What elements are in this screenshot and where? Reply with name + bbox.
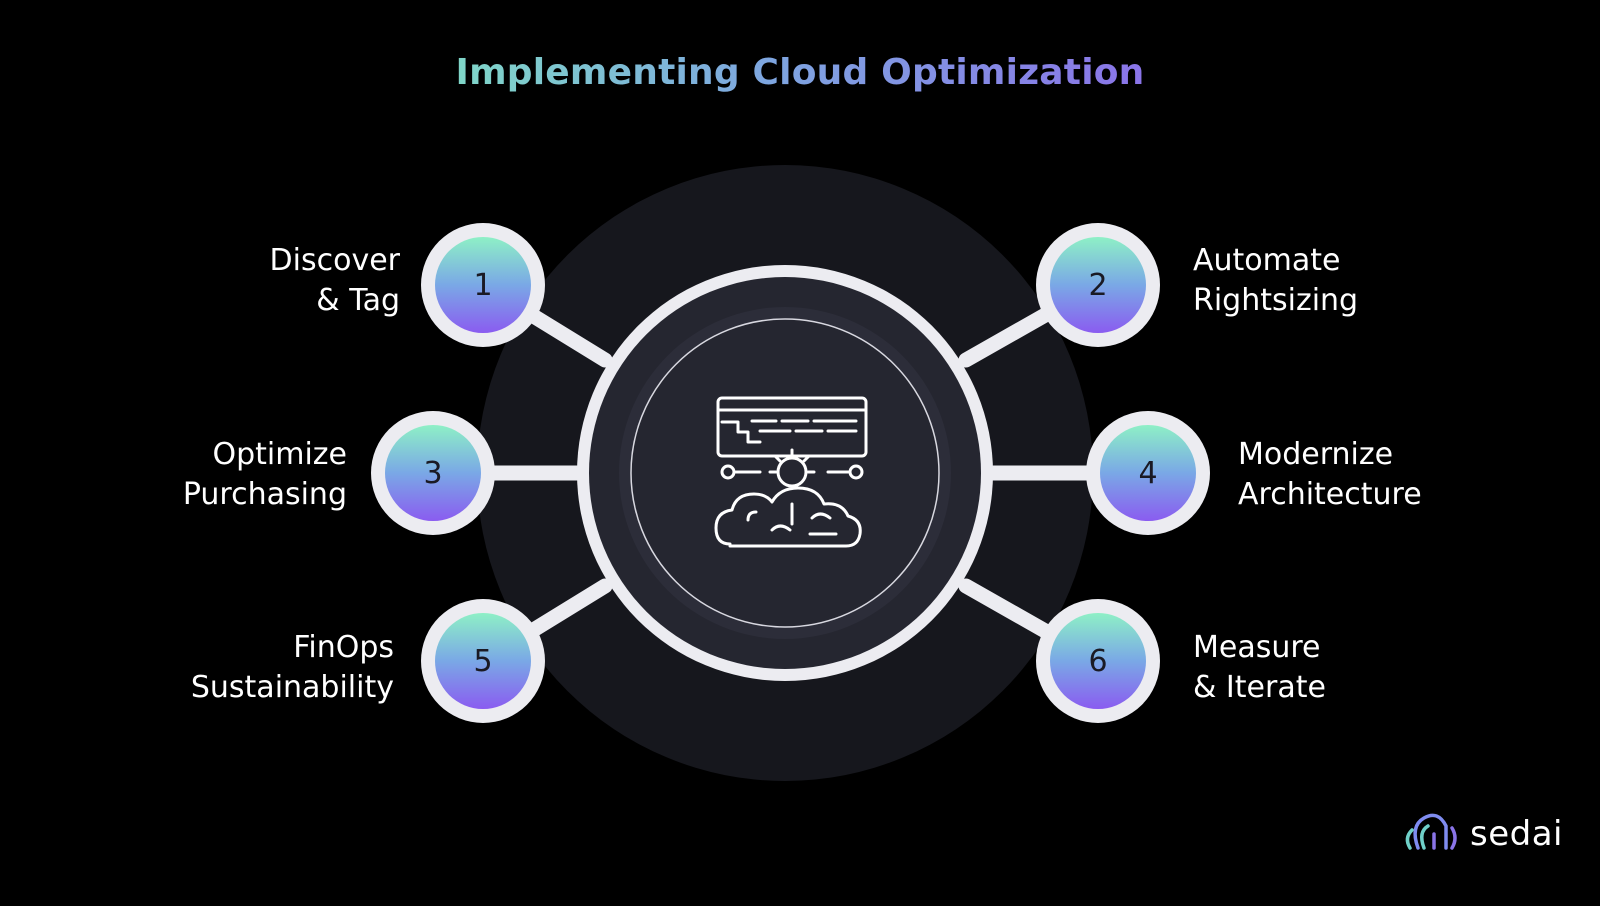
step-label-2: Automate Rightsizing [1193,241,1358,321]
step-label-1: Discover & Tag [270,241,400,321]
step-badge-5: 5 [435,613,531,709]
step-badge-3: 3 [385,425,481,521]
sedai-logo-icon [1405,813,1457,850]
step-label-3-line2: Purchasing [182,477,347,512]
step-label-6-line1: Measure [1193,630,1321,665]
center-inner-ring [630,318,940,628]
connector-spokes [425,277,1156,669]
step-badge-2: 2 [1050,237,1146,333]
step-badge-1: 1 [435,237,531,333]
step-label-4: Modernize Architecture [1238,435,1422,515]
step-label-5-line2: Sustainability [190,670,394,705]
brand-logo: sedai [1408,810,1563,858]
page-title: Implementing Cloud Optimization [455,52,1145,93]
brand-name: sedai [1470,814,1563,854]
step-label-4-line2: Architecture [1238,477,1422,512]
step-label-3-line1: Optimize [212,437,347,472]
step-label-1-line2: & Tag [316,283,400,318]
step-label-3: Optimize Purchasing [183,435,347,515]
step-label-6-line2: & Iterate [1193,670,1326,705]
step-label-5: FinOps Sustainability [191,628,394,708]
step-label-1-line1: Discover [269,243,400,278]
step-badge-6: 6 [1050,613,1146,709]
step-label-2-line2: Rightsizing [1193,283,1359,318]
step-label-2-line1: Automate [1193,243,1341,278]
step-badge-4: 4 [1100,425,1196,521]
brand-mark-space [1408,814,1460,854]
step-label-5-line1: FinOps [293,630,394,665]
step-label-4-line1: Modernize [1238,437,1394,472]
cloud-gear-dashboard-icon [714,396,868,548]
step-label-6: Measure & Iterate [1193,628,1326,708]
